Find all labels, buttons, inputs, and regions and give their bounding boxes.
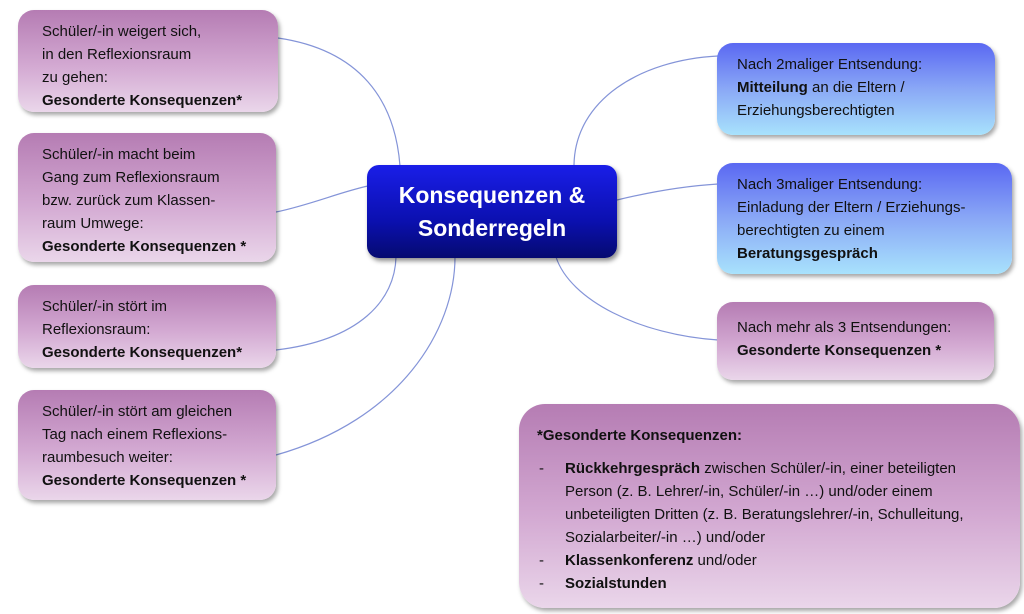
- node-bold-text: Gesonderte Konsequenzen *: [737, 342, 942, 359]
- connector-left-1: [277, 37, 401, 167]
- node-text: Nach mehr als 3 Entsendungen:: [737, 319, 952, 336]
- left-node-1: Schüler/-in weigert sich, in den Reflexi…: [18, 10, 278, 112]
- connector-left-2: [275, 185, 369, 213]
- node-text: Schüler/-in macht beim: [42, 146, 196, 163]
- left-node-4: Schüler/-in stört am gleichen Tag nach e…: [18, 390, 276, 500]
- central-topic-line1: Konsequenzen &: [398, 181, 586, 208]
- node-text: Nach 3maliger Entsendung:: [737, 176, 923, 193]
- node-text: berechtigten zu einem: [737, 222, 885, 239]
- node-text: raumbesuch weiter:: [42, 449, 173, 466]
- central-topic-line2: Sonderregeln: [417, 214, 567, 241]
- legend-item: Klassenkonferenz und/oder: [537, 549, 1000, 572]
- node-text: an die Eltern /: [807, 79, 905, 96]
- node-text: Tag nach einem Reflexions-: [42, 426, 228, 443]
- legend-item: Rückkehrgespräch zwischen Schüler/-in, e…: [537, 457, 1000, 549]
- node-bold-text: Gesonderte Konsequenzen*: [42, 344, 243, 361]
- node-text: bzw. zurück zum Klassen-: [42, 192, 216, 209]
- node-bold-text: Gesonderte Konsequenzen *: [42, 472, 247, 489]
- legend-item-text: zwischen Schüler/-in, einer beteiligten …: [565, 460, 964, 546]
- node-bold-text: Gesonderte Konsequenzen*: [42, 92, 243, 109]
- node-bold-text: Beratungsgespräch: [737, 245, 878, 262]
- legend-item-text: und/oder: [693, 552, 757, 569]
- node-bold-text: Mitteilung: [737, 79, 808, 96]
- central-topic: Konsequenzen & Sonderregeln: [367, 165, 617, 258]
- left-node-3: Schüler/-in stört im Reflexionsraum: Ges…: [18, 285, 276, 368]
- connector-left-3: [275, 256, 397, 351]
- connector-left-4: [275, 256, 456, 456]
- left-node-2: Schüler/-in macht beim Gang zum Reflexio…: [18, 133, 276, 262]
- node-text: Reflexionsraum:: [42, 321, 151, 338]
- node-text: Nach 2maliger Entsendung:: [737, 56, 923, 73]
- node-text: Einladung der Eltern / Erziehungs-: [737, 199, 966, 216]
- right-node-2: Nach 3maliger Entsendung: Einladung der …: [717, 163, 1012, 274]
- legend-title: *Gesonderte Konsequenzen:: [537, 427, 743, 444]
- node-text: raum Umwege:: [42, 215, 144, 232]
- connector-right-1: [573, 55, 719, 166]
- node-text: in den Reflexionsraum: [42, 46, 192, 63]
- right-node-1: Nach 2maliger Entsendung: Mitteilung an …: [717, 43, 995, 135]
- right-node-3: Nach mehr als 3 Entsendungen: Gesonderte…: [717, 302, 994, 380]
- legend-item-bold: Rückkehrgespräch: [565, 460, 701, 477]
- node-bold-text: Gesonderte Konsequenzen *: [42, 238, 247, 255]
- legend-list: Rückkehrgespräch zwischen Schüler/-in, e…: [537, 457, 1000, 595]
- node-text: Schüler/-in stört im: [42, 298, 168, 315]
- node-text: Schüler/-in weigert sich,: [42, 23, 202, 40]
- legend-item-bold: Sozialstunden: [565, 575, 667, 592]
- node-text: Erziehungsberechtigten: [737, 102, 895, 119]
- node-text: Gang zum Reflexionsraum: [42, 169, 220, 186]
- legend-item-bold: Klassenkonferenz: [565, 552, 694, 569]
- legend-box: *Gesonderte Konsequenzen: Rückkehrgesprä…: [519, 404, 1020, 608]
- connector-right-3: [555, 256, 719, 341]
- node-text: Schüler/-in stört am gleichen: [42, 403, 233, 420]
- node-text: zu gehen:: [42, 69, 108, 86]
- connector-right-2: [616, 183, 719, 201]
- legend-item: Sozialstunden: [537, 572, 1000, 595]
